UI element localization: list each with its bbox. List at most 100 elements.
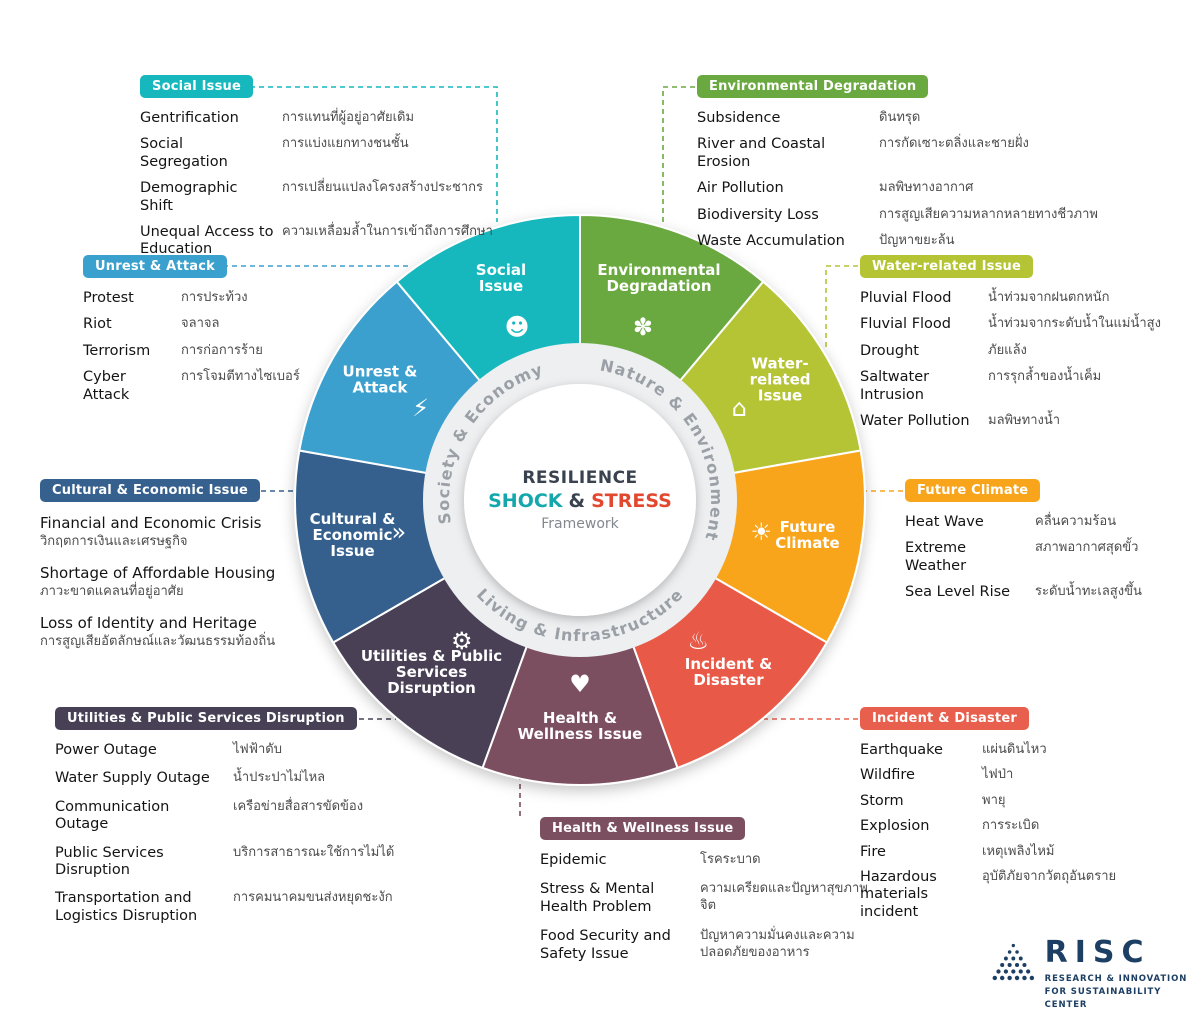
- risc-tagline-line2: FOR SUSTAINABILITY CENTER: [1044, 986, 1162, 1010]
- issue-name-th: การรุกล้ำของน้ำเค็ม: [988, 369, 1102, 385]
- issue-name-th: คลื่นความร้อน: [1035, 514, 1117, 529]
- callout-title-badge: Cultural & Economic Issue: [40, 479, 261, 502]
- risc-logo-name: RISC: [1044, 935, 1151, 970]
- callout-title-badge: Social Issue: [140, 75, 253, 98]
- center-title-block: RESILIENCE SHOCK&STRESS Framework: [488, 468, 672, 532]
- callout-title-badge: Incident & Disaster: [860, 707, 1029, 730]
- issue-name-th: เหตุเพลิงไหม้: [982, 843, 1055, 859]
- center-subtitle: Framework: [541, 516, 619, 532]
- issue-name-en: Shortage of Affordable Housing: [40, 563, 276, 582]
- issue-name-en: Wildfire: [860, 767, 915, 784]
- issue-name-en: Unequal Access to Education: [140, 223, 274, 258]
- issue-name-th: การคมนาคมขนส่งหยุดชะงัก: [233, 890, 393, 906]
- issue-name-en: Biodiversity Loss: [697, 206, 819, 223]
- issue-name-th: น้ำท่วมจากฝนตกหนัก: [988, 290, 1110, 305]
- issue-name-en: Demographic Shift: [140, 180, 238, 214]
- wheel-segments: [294, 213, 866, 786]
- issue-name-th: ปัญหาความมั่นคงและความปลอดภัยของอาหาร: [700, 928, 855, 961]
- issue-item: Food Security and Safety Issue ปัญหาความม…: [540, 928, 875, 963]
- issue-item: Earthquake แผ่นดินไหว: [860, 742, 1116, 759]
- issue-name-th: ดินทรุด: [879, 110, 921, 125]
- issue-name-en: River and Coastal Erosion: [697, 136, 826, 170]
- people-icon: ☻: [505, 313, 530, 341]
- issue-name-th: การแทนที่ผู้อยู่อาศัยเดิม: [282, 110, 415, 125]
- issue-name-en: Transportation and Logistics Disruption: [55, 890, 198, 924]
- center-stress-text: STRESS: [591, 490, 672, 512]
- center-amp-text: &: [569, 490, 586, 512]
- issue-name-en: Air Pollution: [697, 180, 784, 197]
- issue-name-th: ไฟฟ้าดับ: [233, 742, 282, 757]
- issue-name-th: ปัญหาขยะล้น: [879, 232, 955, 248]
- issue-name-en: Financial and Economic Crisis: [40, 514, 262, 532]
- issue-name-en: Riot: [83, 316, 112, 333]
- issue-name-th: แผ่นดินไหว: [982, 742, 1047, 757]
- issue-name-en: Water Supply Outage: [55, 770, 210, 787]
- issue-name-en: Storm: [860, 792, 904, 809]
- issue-name-th: การแบ่งแยกทางชนชั้น: [282, 136, 409, 152]
- issue-name-en: Earthquake: [860, 742, 943, 758]
- issue-name-en: Epidemic: [540, 852, 607, 868]
- sun-cloud-icon: ☀: [750, 518, 772, 546]
- issue-name-th: การเปลี่ยนแปลงโครงสร้างประชากร: [282, 180, 484, 196]
- issue-name-en: Protest: [83, 290, 134, 306]
- center-shock-stress: SHOCK&STRESS: [488, 490, 672, 512]
- issue-name-en: Terrorism: [83, 342, 151, 359]
- risc-tagline-line1: RESEARCH & INNOVATION: [1044, 974, 1188, 984]
- issue-name-th: ภัยแล้ง: [988, 342, 1027, 358]
- issue-name-en: Communication Outage: [55, 798, 170, 833]
- segment-label-health-wellness-issue: Health &Wellness Issue: [518, 709, 643, 743]
- issue-name-th: ภาวะขาดแคลนที่อยู่อาศัย: [40, 583, 184, 599]
- inner-ring: [423, 343, 737, 657]
- issue-name-th: ไฟป่า: [982, 767, 1014, 783]
- risc-logo-tagline: RESEARCH & INNOVATION FOR SUSTAINABILITY…: [1045, 973, 1196, 1011]
- connector-environmental-degradation: [662, 86, 695, 224]
- issue-name-en: Food Security and Safety Issue: [540, 928, 671, 962]
- risc-logo: RISC RESEARCH & INNOVATION FOR SUSTAINAB…: [992, 938, 1196, 1011]
- issue-name-en: Stress & Mental Health Problem: [540, 881, 655, 915]
- pollution-molecules-icon: ✽: [633, 313, 653, 341]
- issue-item: Heat Wave คลื่นความร้อน: [905, 514, 1142, 531]
- callout-title-badge: Utilities & Public Services Disruption: [55, 707, 357, 730]
- train-fuel-icon: ⚙: [451, 627, 473, 655]
- issue-name-th: การระเบิด: [982, 818, 1040, 834]
- flood-house-icon: ⌂: [732, 394, 747, 422]
- segment-label-unrest-attack: Unrest &Attack: [343, 363, 418, 397]
- ring-label-society-economy: Society & Economy: [434, 360, 546, 526]
- center-circle: [464, 384, 696, 616]
- issue-name-en: Heat Wave: [905, 514, 984, 530]
- segment-water-related-issue: [678, 280, 862, 475]
- issue-name-en: Public Services Disruption: [55, 844, 164, 878]
- issue-name-th: ความเหลื่อมล้ำในการเข้าถึงการศึกษา: [282, 223, 493, 239]
- shield-bolt-icon: ⚡: [412, 394, 429, 422]
- risc-logo-triangle-icon: [992, 943, 1035, 981]
- economy-arrows-icon: »: [391, 518, 406, 546]
- callout-utilities-public-services-disruption: Utilities & Public Services Disruption P…: [55, 707, 394, 925]
